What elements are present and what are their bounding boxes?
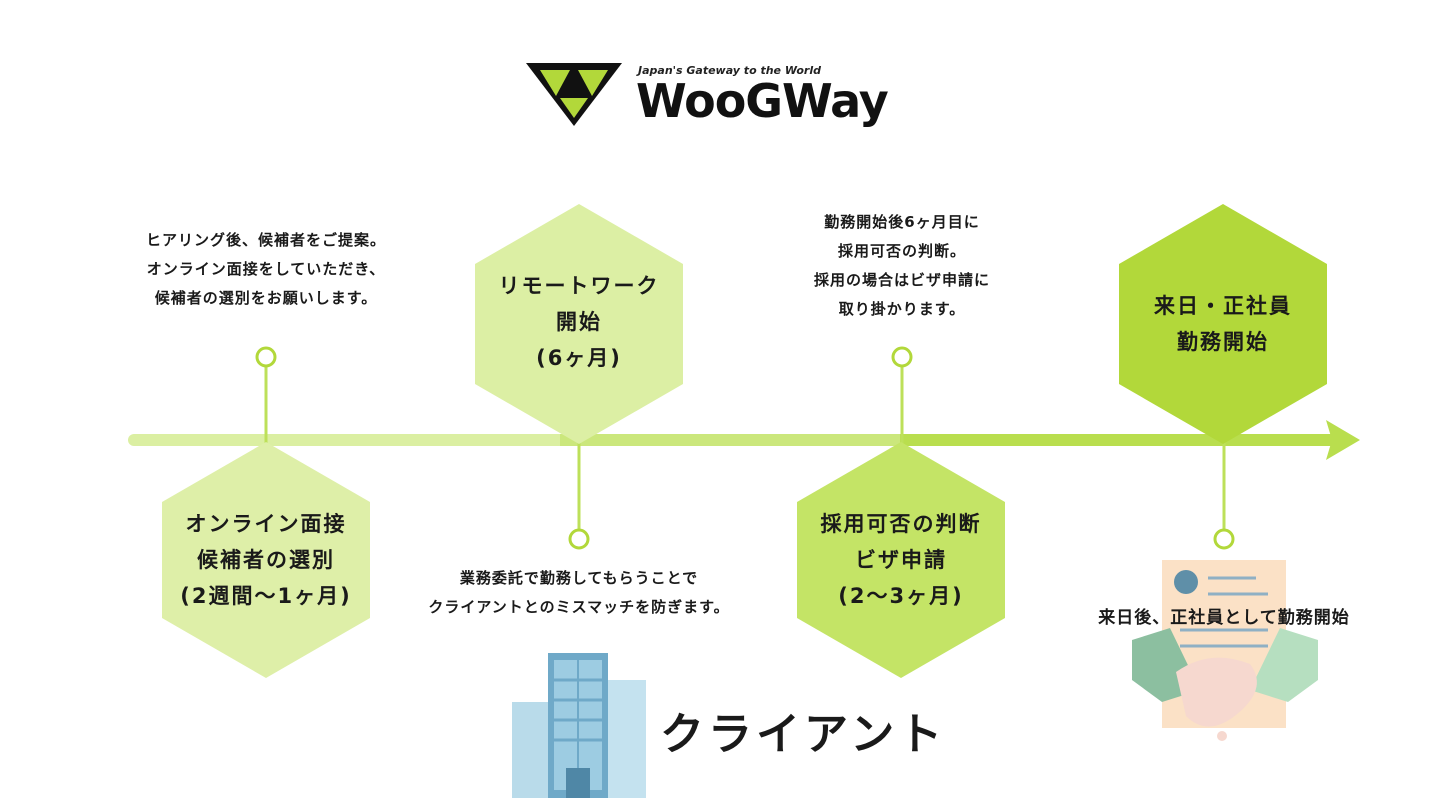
hexagon-step-1 xyxy=(162,442,370,678)
desc-line: 採用の場合はビザ申請に xyxy=(813,271,990,289)
desc-line: クライアントとのミスマッチを防ぎます。 xyxy=(428,598,730,616)
hex-line: (6ヶ月) xyxy=(536,346,622,370)
hex-line: 採用可否の判断 xyxy=(820,512,982,536)
description-step-1: ヒアリング後、候補者をご提案。 オンライン面接をしていただき、 候補者の選別をお… xyxy=(80,226,452,313)
hexagon-label-step-1: オンライン面接 候補者の選別 (2週間〜1ヶ月) xyxy=(162,506,370,614)
hex-line: (2週間〜1ヶ月) xyxy=(180,584,352,608)
logo-wordmark: WooGWay xyxy=(636,74,889,128)
hex-line: 勤務開始 xyxy=(1177,330,1269,354)
desc-line: 候補者の選別をお願いします。 xyxy=(154,289,378,307)
hexagon-label-step-3: 採用可否の判断 ビザ申請 (2〜3ヶ月) xyxy=(797,506,1005,614)
timeline-arrow xyxy=(128,420,1360,460)
hex-line: 来日・正社員 xyxy=(1154,294,1292,318)
connector-step-4 xyxy=(1213,440,1235,550)
description-step-3: 勤務開始後6ヶ月目に 採用可否の判断。 採用の場合はビザ申請に 取り掛かります。 xyxy=(760,208,1044,324)
hex-line: 候補者の選別 xyxy=(197,548,335,572)
hexagon-step-4 xyxy=(1119,204,1327,444)
desc-line: ヒアリング後、候補者をご提案。 xyxy=(145,231,386,249)
desc-line: 業務委託で勤務してもらうことで xyxy=(459,569,699,587)
hexagon-label-step-4: 来日・正社員 勤務開始 xyxy=(1119,288,1327,360)
connector-step-3 xyxy=(891,346,913,448)
hexagon-step-2 xyxy=(475,204,683,444)
desc-line: 勤務開始後6ヶ月目に xyxy=(824,213,980,231)
connector-step-1 xyxy=(255,346,277,448)
logo-tagline: Japan's Gateway to the World xyxy=(638,64,821,77)
office-building-icon xyxy=(512,653,646,798)
description-step-4: 来日後、正社員として勤務開始 xyxy=(1054,604,1394,633)
hex-line: (2〜3ヶ月) xyxy=(838,584,964,608)
hex-line: リモートワーク xyxy=(498,274,660,298)
desc-line: 来日後、正社員として勤務開始 xyxy=(1098,608,1350,628)
client-label: クライアント xyxy=(660,709,947,760)
desc-line: オンライン面接をしていただき、 xyxy=(146,260,386,278)
hex-line: オンライン面接 xyxy=(185,512,347,536)
desc-line: 採用可否の判断。 xyxy=(837,242,966,260)
woogway-w-mark-icon xyxy=(526,63,622,126)
hex-line: 開始 xyxy=(556,310,602,334)
hexagon-step-3 xyxy=(797,442,1005,678)
hex-line: ビザ申請 xyxy=(855,548,947,572)
hexagon-label-step-2: リモートワーク 開始 (6ヶ月) xyxy=(475,268,683,376)
description-step-2: 業務委託で勤務してもらうことで クライアントとのミスマッチを防ぎます。 xyxy=(379,564,779,622)
handshake-contract-icon xyxy=(1132,560,1318,741)
connector-step-2 xyxy=(568,440,590,550)
desc-line: 取り掛かります。 xyxy=(838,300,966,318)
